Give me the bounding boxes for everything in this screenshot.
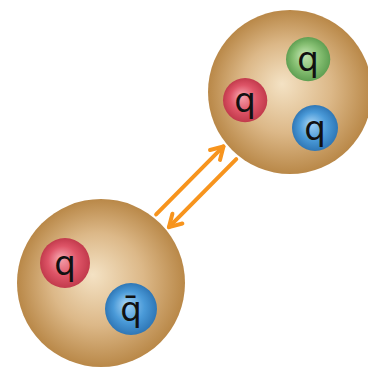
baryon-circle: q q q <box>208 10 368 174</box>
circle-fill <box>286 37 330 81</box>
circle-fill <box>40 238 90 288</box>
text-holder: q <box>223 78 267 122</box>
quark-label: q̄ <box>120 292 142 326</box>
text-holder: q <box>40 238 90 288</box>
text-holder: q <box>286 37 330 81</box>
circle-fill <box>17 199 185 367</box>
circle-outline <box>17 199 185 367</box>
quark-label: q <box>54 246 76 280</box>
circle-fill <box>105 283 157 335</box>
quark-ball: q <box>292 105 338 151</box>
quark-label: q <box>297 42 319 76</box>
quark-ball: q <box>286 37 330 81</box>
circle-fill <box>208 10 368 174</box>
quark-ball: q <box>40 238 90 288</box>
quark-ball: q <box>223 78 267 122</box>
text-holder <box>17 199 185 367</box>
text-holder: q <box>292 105 338 151</box>
quark-label: q <box>234 83 256 117</box>
text-holder: q̄ <box>105 283 157 335</box>
circle-fill <box>223 78 267 122</box>
interaction-arrow <box>169 159 236 227</box>
antiquark-ball: q̄ <box>105 283 157 335</box>
meson-circle: q q̄ <box>17 199 185 367</box>
quark-label: q <box>304 111 326 145</box>
circle-fill <box>292 105 338 151</box>
